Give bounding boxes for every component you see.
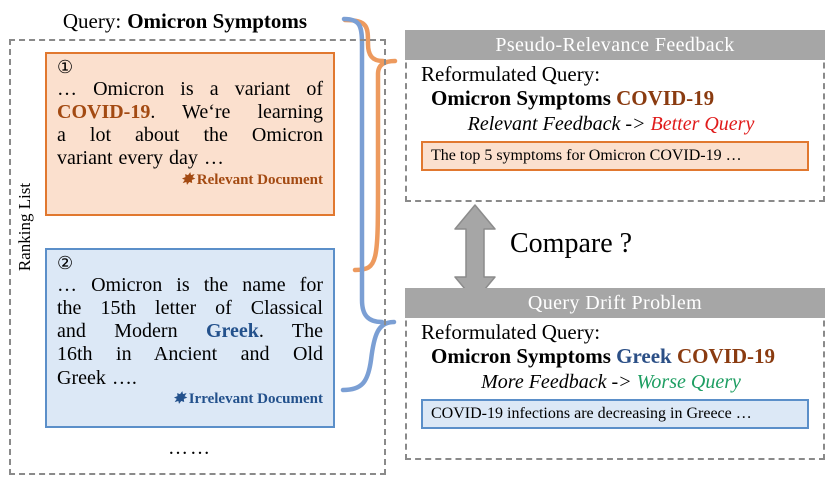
reformulated-query-label: Reformulated Query: [421,320,601,344]
feedback-note-emphasis: Worse Query [636,370,741,393]
query-base: Omicron Symptoms [431,344,611,369]
document-footer-label: Irrelevant Document [188,390,323,407]
panel-header: Query Drift Problem [405,288,825,318]
document-card-relevant[interactable]: ① … Omicron is a variant of COVID-19. We… [45,52,335,216]
slashed-eye-icon: ✸ [172,390,187,407]
document-footer: ✸Relevant Document [57,172,323,189]
reformulated-query-label: Reformulated Query: [421,62,601,86]
query-value: Omicron Symptoms [127,8,308,33]
query-label: Query: [62,8,122,33]
panel-header: Pseudo-Relevance Feedback [405,30,825,60]
result-snippet: COVID-19 infections are decreasing in Gr… [421,398,809,429]
document-card-irrelevant[interactable]: ② … Omicron is the name for the 15th let… [45,248,335,428]
ranking-list-container: Ranking List [9,39,386,475]
query-term-greek: Greek [616,344,672,369]
query-line: Query: Omicron Symptoms [30,6,340,36]
document-footer: ✸Irrelevant Document [57,391,323,408]
panel-query-drift-problem: Query Drift Problem Reformulated Query: … [405,288,825,460]
ranking-list-ellipsis: …… [168,437,212,459]
result-snippet: The top 5 symptoms for Omicron COVID-19 … [421,140,809,171]
feedback-note-emphasis: Better Query [650,112,755,135]
document-text-line: variant every day … [57,147,224,170]
document-text-line: the 15th letter of Classical [57,297,323,320]
panel-body: Reformulated Query: Omicron Symptoms Gre… [407,320,823,429]
feedback-note: Relevant Feedback -> Better Query [421,112,809,136]
query-base: Omicron Symptoms [431,86,611,111]
document-text-line: … Omicron is a variant of [57,77,323,100]
document-text-line: Greek …. [57,366,137,389]
slashed-eye-icon: ✸ [180,171,195,188]
document-text-line: a lot about the Omicron [57,124,323,147]
feedback-note: More Feedback -> Worse Query [421,370,809,394]
reformulated-query-value: Omicron Symptoms Greek COVID-19 [421,344,809,369]
document-text-line: COVID-19. We‘re learning [57,101,323,124]
ranking-list-label: Ranking List [15,182,34,272]
feedback-note-prefix: More Feedback -> [481,370,637,393]
document-number: ① [57,57,74,77]
compare-label: Compare ? [510,228,633,259]
query-term-covid: COVID-19 [676,344,775,369]
document-text-line: and Modern Greek. The [57,320,323,343]
panel-body: Reformulated Query: Omicron Symptoms COV… [407,62,823,171]
keyword-greek: Greek [205,320,259,343]
document-footer-label: Relevant Document [196,171,323,188]
reformulated-query-value: Omicron Symptoms COVID-19 [421,86,809,111]
feedback-note-prefix: Relevant Feedback -> [467,112,651,135]
document-number: ② [57,253,74,273]
panel-pseudo-relevance-feedback: Pseudo-Relevance Feedback Reformulated Q… [405,30,825,202]
keyword-covid: COVID-19 [57,101,151,124]
document-text-line: … Omicron is the name for [57,273,323,296]
document-text-line: 16th in Ancient and Old [57,343,323,366]
query-term-covid: COVID-19 [616,86,715,111]
